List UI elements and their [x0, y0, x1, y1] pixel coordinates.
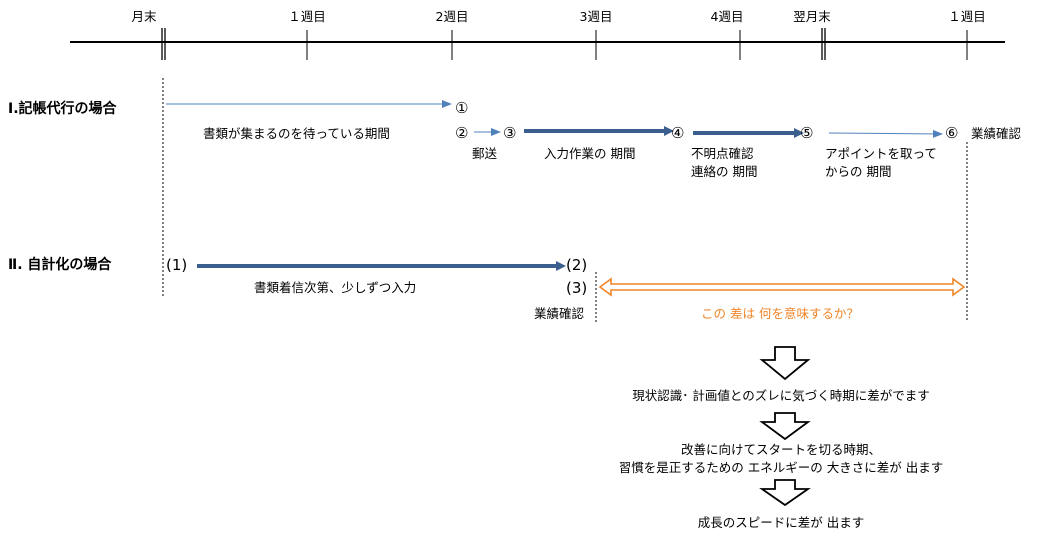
tick-label: 4週目 [711, 9, 744, 24]
tick-label: 月末 [131, 9, 157, 24]
next-month-end-tick [821, 28, 826, 60]
confirm-label-2: 業績確認 [534, 306, 585, 321]
marker-3: ③ [503, 124, 516, 142]
marker-1: ① [455, 99, 468, 117]
tick-label: １週目 [948, 9, 986, 24]
conclusion-1: 現状認識･ 計画値とのズレに気づく時期に差がでます [632, 388, 930, 403]
tick-label: 2週目 [436, 9, 469, 24]
marker-2: ② [455, 124, 468, 142]
incremental-label: 書類着信次第、少しずつ入力 [254, 280, 416, 295]
section1-heading: Ⅰ.記帳代行の場合 [8, 100, 118, 117]
down-arrow-icon [759, 346, 811, 381]
gap-arrow [598, 277, 966, 297]
waiting-label: 書類が集まるのを待っている期間 [203, 126, 390, 141]
month-end-tick [161, 28, 166, 60]
appoint-label-2: からの 期間 [825, 164, 891, 179]
appoint-label-1: アポイントを取って [825, 146, 937, 161]
confirm-label-1: 業績確認 [971, 126, 1022, 141]
marker-p2: (2) [566, 256, 587, 274]
section2-heading: Ⅱ. 自計化の場合 [8, 256, 112, 273]
unclear-label-2: 連絡の 期間 [691, 164, 757, 179]
marker-4: ④ [671, 124, 684, 142]
tick-label: 翌月末 [793, 9, 831, 24]
tick-label: 3週目 [580, 9, 613, 24]
down-arrow-icon [759, 479, 811, 507]
gap-question: この 差は 何を意味するか？ [701, 306, 859, 321]
down-arrow-icon [759, 412, 811, 441]
conclusion-4: 成長のスピードに差が 出ます [698, 515, 864, 530]
conclusion-3: 習慣を是正するための エネルギーの 大きさに差が 出ます [619, 460, 943, 475]
appoint-arrow [828, 129, 943, 138]
input-label: 入力作業の 期間 [544, 146, 635, 161]
tick-label: １週目 [288, 9, 326, 24]
marker-6: ⑥ [945, 124, 958, 142]
conclusion-2: 改善に向けてスタートを切る時期、 [681, 442, 881, 457]
marker-5: ⑤ [800, 124, 813, 142]
marker-p3: (3) [566, 279, 587, 297]
unclear-label-1: 不明点確認 [691, 146, 754, 161]
mail-label: 郵送 [472, 146, 498, 161]
marker-p1: (1) [166, 256, 187, 274]
